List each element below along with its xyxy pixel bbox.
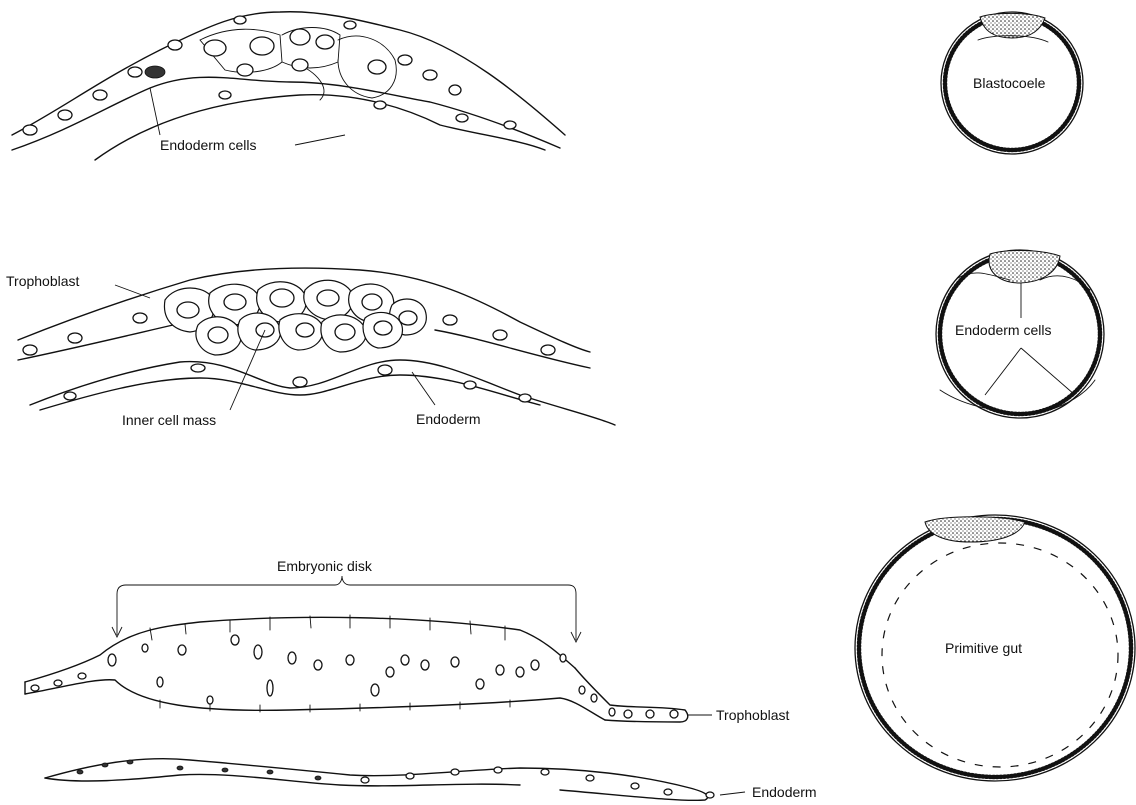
endoderm-nuclei-bottom [77, 760, 714, 798]
inner-cell-mass-stipple-bottom [925, 517, 1025, 542]
trophoblast-inner-edge [12, 77, 560, 150]
trophoblast-inner-mid [18, 320, 195, 360]
disk-nuclei [108, 635, 566, 704]
label-endoderm-mid: Endoderm [416, 411, 481, 427]
blastocyst-bottom: Primitive gut [855, 515, 1135, 781]
embryonic-disk-lower [25, 680, 605, 720]
label-trophoblast-bottom: Trophoblast [716, 707, 790, 723]
endoderm-layer-bottom-lower [45, 774, 520, 785]
endoderm-cells-right-leaders [985, 283, 1075, 395]
embryonic-disk-upper [25, 617, 575, 682]
trophoblast-mid-leader [115, 285, 150, 298]
label-embryonic-disk: Embryonic disk [277, 558, 373, 574]
trophoblast-inner-mid-right [435, 330, 590, 368]
label-blastocoele: Blastocoele [973, 75, 1046, 91]
panel-early-endoderm: Endoderm cells [12, 12, 565, 160]
label-endoderm-cells-top: Endoderm cells [160, 137, 257, 153]
endoderm-layer-mid-lower [40, 375, 540, 410]
blastocyst-middle: Endoderm cells [936, 250, 1104, 418]
label-endoderm-cells-right: Endoderm cells [955, 322, 1052, 338]
inner-cell-mass-stipple-middle [989, 250, 1060, 283]
label-trophoblast-mid: Trophoblast [6, 273, 80, 289]
label-endoderm-bottom: Endoderm [752, 784, 817, 800]
trophoblast-beads-bottom [25, 668, 688, 722]
endoderm-layer-bottom [45, 759, 708, 801]
inner-cell-mass-stipple-top [980, 13, 1045, 38]
panel-embryonic-disk: Embryonic disk [25, 558, 817, 800]
panel-inner-cell-mass: Trophoblast Inner cell mass Endoderm [6, 268, 615, 428]
label-inner-cell-mass: Inner cell mass [122, 412, 216, 428]
cell-nuclei-top [23, 16, 516, 135]
endoderm-bottom-leader [720, 792, 745, 795]
blastocyst-top: Blastocoele [941, 12, 1083, 154]
trophoblast-outer-edge [12, 12, 565, 135]
inner-cell-mass-cells [164, 280, 426, 355]
label-primitive-gut: Primitive gut [945, 640, 1022, 656]
